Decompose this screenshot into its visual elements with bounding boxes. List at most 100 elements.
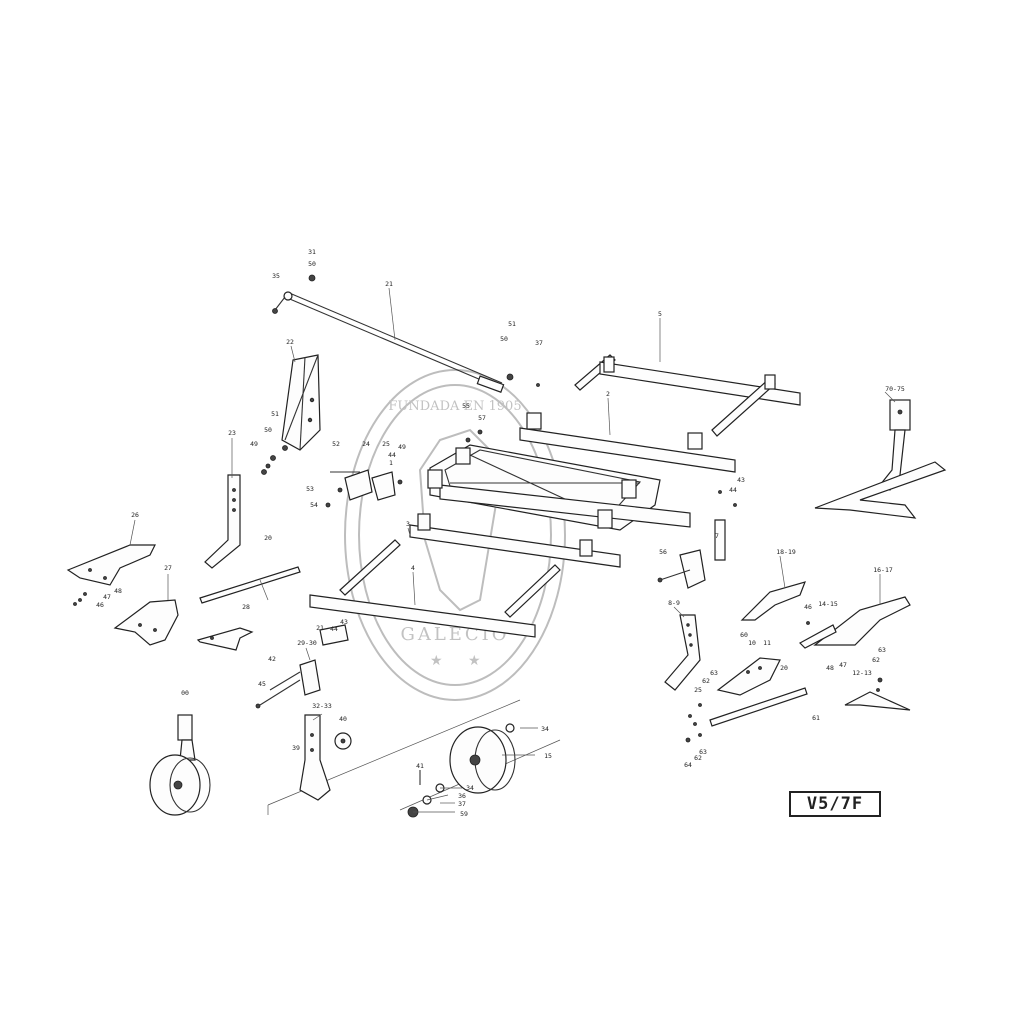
callout-label: 14-15 (818, 600, 838, 608)
callout-label: 63 (699, 748, 707, 756)
front-bar (409, 513, 621, 568)
callout-label: 28 (242, 603, 250, 611)
callout-label: 54 (310, 501, 318, 509)
callout-label: 39 (292, 744, 300, 752)
callout-label: 5 (658, 310, 662, 318)
callout-label: 50 (308, 260, 316, 268)
callout-label: 37 (535, 339, 543, 347)
callout-label: 22 (286, 338, 294, 346)
callout-label: 44 (330, 625, 338, 633)
callout-label: 35 (272, 272, 280, 280)
standard-8-9 (664, 614, 701, 691)
callout-label: 45 (258, 680, 266, 688)
clamp-7 (657, 490, 737, 589)
callout-label: 70-75 (885, 385, 905, 393)
diagram-code-label: V5/7F (789, 791, 881, 817)
callout-label: 51 (508, 320, 516, 328)
callout-label: 44 (388, 451, 396, 459)
callout-label: 61 (812, 714, 820, 722)
gauge-wheel-left (149, 714, 211, 816)
point-12-13 (844, 677, 911, 711)
callout-label: 10 (748, 639, 756, 647)
watermark-top-text: FUNDADA EN 1905 (388, 399, 521, 414)
callout-label: 43 (340, 618, 348, 626)
callout-label: 21 (316, 624, 324, 632)
callout-label: 25 (694, 686, 702, 694)
leader-lines (129, 287, 896, 813)
callout-label: 4 (411, 564, 415, 572)
callout-label: 48 (826, 664, 834, 672)
callout-label: 31 (308, 248, 316, 256)
callout-label: 43 (737, 476, 745, 484)
sweep-18-19 (740, 581, 806, 621)
callout-label: 1 (389, 459, 393, 467)
callout-label: 40 (339, 715, 347, 723)
callout-label: 8-9 (668, 599, 680, 607)
cross-bar (519, 412, 736, 473)
callout-label: 15 (544, 752, 552, 760)
callout-label: 49 (398, 443, 406, 451)
callout-label: 20 (264, 534, 272, 542)
callout-label: 16-17 (873, 566, 893, 574)
callout-label: 52 (332, 440, 340, 448)
blade-bar-right (709, 687, 808, 727)
callout-label: 37 (458, 800, 466, 808)
blade-bar (199, 566, 301, 604)
callout-label: 7 (715, 532, 719, 540)
callout-label: 41 (416, 762, 424, 770)
callout-label: 29-30 (297, 639, 317, 647)
callout-label: 24 (362, 440, 370, 448)
callout-label: 55 (462, 402, 470, 410)
callout-label: 63 (710, 669, 718, 677)
callout-label: 49 (250, 440, 258, 448)
hitch-tower (281, 354, 321, 451)
callout-label: 25 (382, 440, 390, 448)
callout-label: 47 (839, 661, 847, 669)
standard-23 (204, 474, 241, 569)
callout-label: 57 (478, 414, 486, 422)
blade-14-15 (799, 621, 837, 649)
rear-frame (574, 354, 801, 437)
callout-label: 3 (406, 520, 410, 528)
gauge-wheel-center (407, 723, 516, 818)
clamp-29-30 (255, 624, 349, 709)
callout-label: 42 (268, 655, 276, 663)
callout-label: 53 (306, 485, 314, 493)
nut-40 (334, 732, 352, 750)
callout-label: 62 (694, 754, 702, 762)
callout-label: 50 (264, 426, 272, 434)
callout-label: 63 (878, 646, 886, 654)
callout-label: 51 (271, 410, 279, 418)
callout-label: 48 (114, 587, 122, 595)
callout-label: 34 (466, 784, 474, 792)
callout-label: 50 (500, 335, 508, 343)
rear-tine-assembly (814, 399, 947, 519)
callout-label: 11 (763, 639, 771, 647)
shovel-10-11 (716, 657, 781, 696)
svg-text:★: ★ (430, 653, 443, 669)
callout-label: 18-19 (776, 548, 796, 556)
callout-label: 23 (228, 429, 236, 437)
callout-label: 21 (385, 280, 393, 288)
sweep-16-17 (813, 596, 911, 646)
front-frame (309, 539, 561, 638)
callout-label: 20 (780, 664, 788, 672)
callout-label: 34 (541, 725, 549, 733)
callout-label: 26 (131, 511, 139, 519)
callout-label: 62 (702, 677, 710, 685)
plate-28 (196, 627, 254, 651)
callout-label: 62 (872, 656, 880, 664)
sweep-27 (113, 599, 179, 646)
callout-label: 60 (740, 631, 748, 639)
callout-label: 46 (804, 603, 812, 611)
callout-label: 12-13 (852, 669, 872, 677)
callout-label: 00 (181, 689, 189, 697)
standard-32-33 (299, 714, 331, 801)
callout-label: 64 (684, 761, 692, 769)
main-frame (427, 444, 691, 531)
callout-label: 2 (606, 390, 610, 398)
fasteners (73, 383, 702, 743)
callout-label: 27 (164, 564, 172, 572)
callout-label: 56 (659, 548, 667, 556)
